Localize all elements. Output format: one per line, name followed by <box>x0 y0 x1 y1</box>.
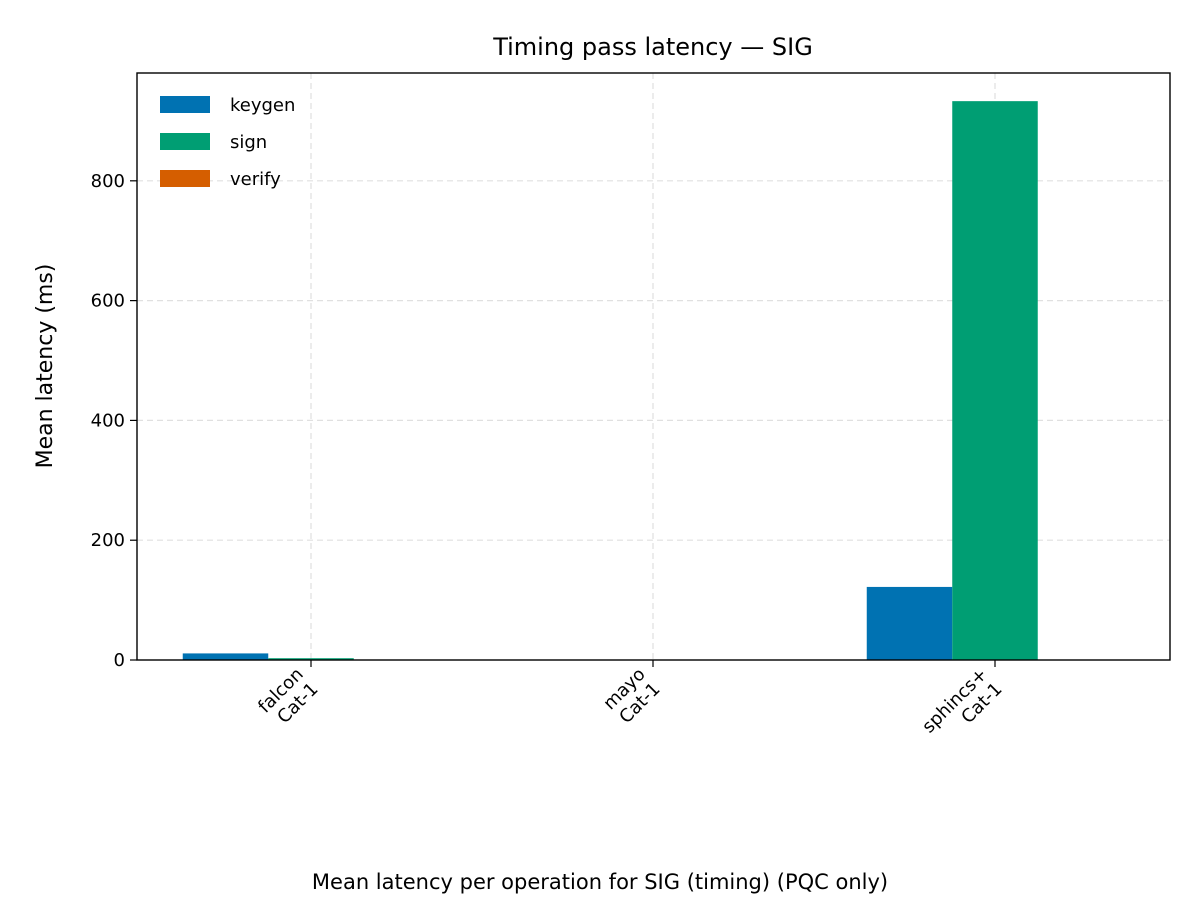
legend-label-keygen: keygen <box>230 95 295 116</box>
legend: keygen sign verify <box>160 95 295 190</box>
bar-keygen <box>866 586 953 660</box>
legend-label-verify: verify <box>230 169 281 190</box>
legend-swatch-keygen <box>160 96 210 113</box>
x-tick-label: falconCat-1 <box>254 664 322 732</box>
figure-caption: Mean latency per operation for SIG (timi… <box>312 870 888 894</box>
chart-title: Timing pass latency — SIG <box>492 33 813 61</box>
x-tick-label: mayoCat-1 <box>599 664 664 729</box>
y-axis: 0 200 400 600 800 <box>91 171 137 671</box>
bar-sign <box>268 658 354 660</box>
legend-label-sign: sign <box>230 132 267 153</box>
y-tick-label: 400 <box>91 410 125 431</box>
bar-sign <box>952 101 1038 660</box>
y-tick-label: 800 <box>91 171 125 192</box>
y-tick-label: 600 <box>91 291 125 312</box>
y-tick-label: 200 <box>91 530 125 551</box>
legend-swatch-sign <box>160 133 210 150</box>
y-tick-label: 0 <box>114 650 125 671</box>
legend-swatch-verify <box>160 170 210 187</box>
x-tick-label: sphincs+Cat-1 <box>918 664 1006 752</box>
bar-keygen <box>182 653 269 660</box>
y-axis-title: Mean latency (ms) <box>33 264 58 469</box>
x-axis: falconCat-1 mayoCat-1 sphincs+Cat-1 <box>254 660 1007 752</box>
bars <box>182 101 1124 660</box>
